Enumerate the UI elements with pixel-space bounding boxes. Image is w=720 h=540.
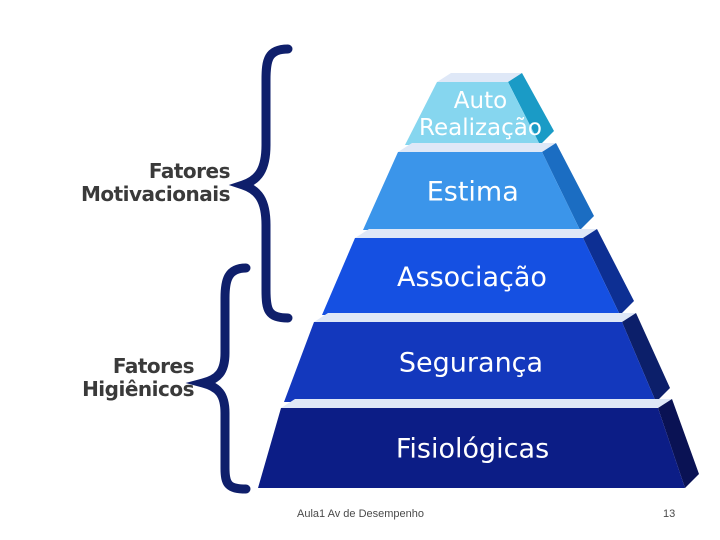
level-fisiologicas: Fisiológicas (258, 399, 699, 488)
label-hygienic-factors: Fatores Higiênicos (76, 355, 194, 401)
level-top-face (398, 143, 556, 152)
braces (185, 44, 293, 494)
label-motivational-line-1: Fatores (148, 159, 231, 183)
level-front-face (258, 408, 685, 488)
pyramid-levels: AutoRealizaçãoEstimaAssociaçãoSegurançaF… (258, 73, 699, 488)
level-estima: Estima (363, 143, 594, 230)
level-side-face (508, 73, 554, 145)
level-label-fisiologicas: Fisiológicas (396, 433, 549, 464)
brace-hygienic (185, 263, 251, 494)
level-associacao: Associação (322, 229, 634, 315)
level-front-face (322, 238, 620, 315)
level-label-estima: Estima (427, 176, 519, 207)
level-front-face (284, 322, 656, 402)
footer-title: Aula1 Av de Desempenho (297, 508, 424, 520)
brace-motivational (228, 44, 293, 323)
level-side-face (542, 143, 594, 230)
level-top-face (437, 73, 522, 82)
label-motivational-line-2: Motivacionais (80, 182, 231, 206)
level-side-face (658, 399, 699, 488)
level-side-face (583, 229, 634, 315)
page-number: 13 (663, 508, 676, 520)
level-label-auto-realizacao-1: Auto (454, 88, 507, 114)
level-front-face (405, 82, 540, 145)
level-top-face (281, 399, 672, 408)
level-label-seguranca: Segurança (399, 347, 543, 378)
label-hygienic-line-1: Fatores (112, 354, 195, 378)
level-top-face (355, 229, 597, 238)
label-motivational-factors: Fatores Motivacionais (78, 159, 231, 206)
level-side-face (622, 313, 670, 402)
level-front-face (363, 152, 580, 230)
level-seguranca: Segurança (284, 313, 670, 402)
level-label-associacao: Associação (397, 262, 547, 293)
level-label-auto-realizacao-2: Realização (419, 115, 542, 141)
label-hygienic-line-2: Higiênicos (82, 377, 194, 401)
level-top-face (314, 313, 636, 322)
